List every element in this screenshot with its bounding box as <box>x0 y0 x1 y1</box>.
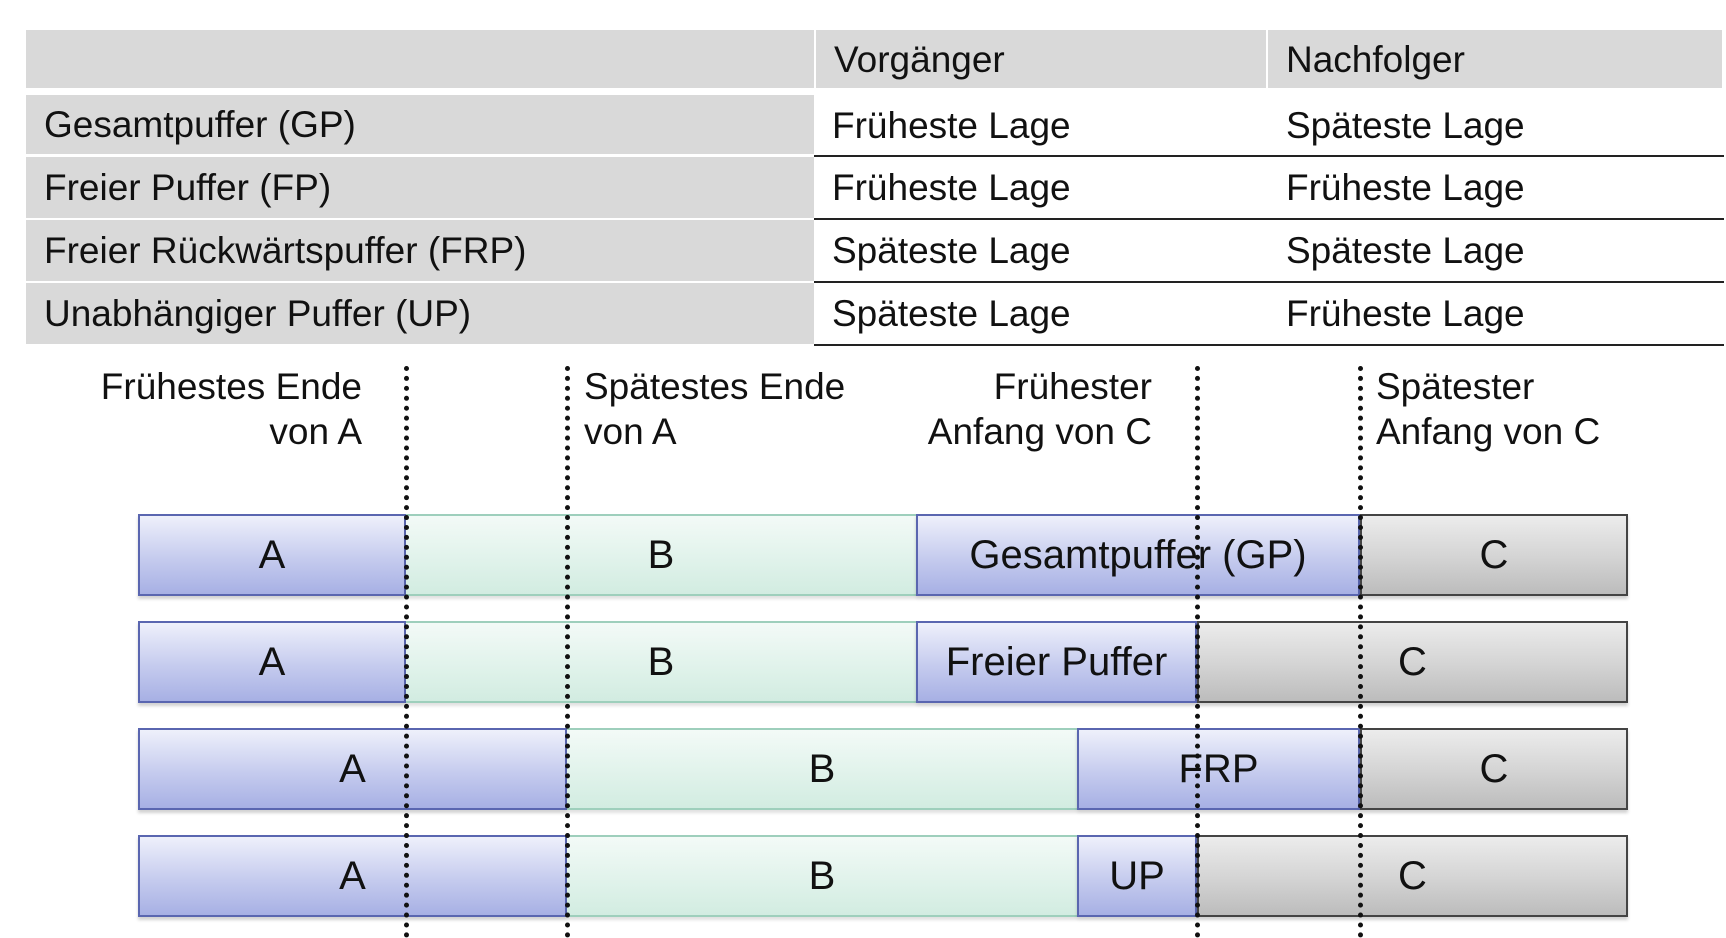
activity-b-label: B <box>647 532 675 577</box>
table-cell-vorgaenger: Späteste Lage <box>814 220 1268 283</box>
timeline-label-line2: von A <box>269 411 362 452</box>
activity-b-bar: B <box>406 621 916 703</box>
activity-b-bar: B <box>567 728 1077 810</box>
timeline-label-fruehestes-ende: Frühestes Ende von A <box>60 364 362 454</box>
table-row-name: Freier Rückwärtspuffer (FRP) <box>26 220 814 281</box>
activity-a-bar: A <box>138 621 406 703</box>
timeline-label-spaetester-anfang: Spätester Anfang von C <box>1376 364 1676 454</box>
table-cell-nachfolger: Späteste Lage <box>1268 95 1724 157</box>
table-header-corner <box>26 30 814 88</box>
activity-b-bar: B <box>567 835 1077 917</box>
buffer-label: FRP <box>1178 746 1259 791</box>
activity-c-bar: C <box>1197 621 1628 703</box>
marker-spaetester-anfang-c <box>1358 366 1363 938</box>
buffer-bar-up: UP <box>1077 835 1197 917</box>
timeline-label-line2: von A <box>584 411 677 452</box>
timeline-label-spaetestes-ende: Spätestes Ende von A <box>584 364 884 454</box>
buffer-label: Freier Puffer <box>945 639 1168 684</box>
activity-b-label: B <box>647 639 675 684</box>
activity-b-bar: B <box>406 514 916 596</box>
table-cell-vorgaenger: Früheste Lage <box>814 95 1268 157</box>
activity-c-bar: C <box>1360 514 1628 596</box>
activity-a-label: A <box>258 639 286 684</box>
timeline-label-line1: Frühestes Ende <box>100 366 362 407</box>
activity-a-bar: A <box>138 728 567 810</box>
timeline-label-fruehester-anfang: Frühester Anfang von C <box>880 364 1152 454</box>
activity-a-label: A <box>258 532 286 577</box>
activity-a-label: A <box>339 746 366 791</box>
table-row-name: Gesamtpuffer (GP) <box>26 95 814 154</box>
table-cell-nachfolger: Späteste Lage <box>1268 220 1724 283</box>
timeline-label-line2: Anfang von C <box>927 411 1152 452</box>
marker-spaetestes-ende-a <box>565 366 570 938</box>
activity-a-bar: A <box>138 514 406 596</box>
activity-a-bar: A <box>138 835 567 917</box>
timeline-label-line1: Spätester <box>1376 366 1535 407</box>
table-cell-vorgaenger: Früheste Lage <box>814 157 1268 220</box>
activity-c-bar: C <box>1360 728 1628 810</box>
timeline-label-line1: Spätestes Ende <box>584 366 846 407</box>
table-row-name: Unabhängiger Puffer (UP) <box>26 283 814 344</box>
table-header-vorgaenger: Vorgänger <box>816 30 1266 88</box>
timeline-label-line1: Frühester <box>993 366 1152 407</box>
marker-fruehestes-ende-a <box>404 366 409 938</box>
activity-b-label: B <box>808 853 836 898</box>
buffer-label: Gesamtpuffer (GP) <box>969 532 1307 577</box>
activity-c-bar: C <box>1197 835 1628 917</box>
buffer-label: UP <box>1109 853 1165 898</box>
activity-b-label: B <box>808 746 836 791</box>
marker-fruehester-anfang-c <box>1195 366 1200 938</box>
buffer-bar-fp: Freier Puffer <box>916 621 1197 703</box>
activity-c-label: C <box>1479 532 1509 577</box>
activity-c-label: C <box>1398 853 1427 898</box>
table-cell-nachfolger: Früheste Lage <box>1268 157 1724 220</box>
buffer-bar-gp: Gesamtpuffer (GP) <box>916 514 1360 596</box>
table-cell-nachfolger: Früheste Lage <box>1268 283 1724 346</box>
table-cell-vorgaenger: Späteste Lage <box>814 283 1268 346</box>
activity-a-label: A <box>339 853 366 898</box>
buffer-bar-frp: FRP <box>1077 728 1360 810</box>
activity-c-label: C <box>1479 746 1509 791</box>
activity-c-label: C <box>1398 639 1427 684</box>
timeline-label-line2: Anfang von C <box>1376 411 1601 452</box>
table-row-name: Freier Puffer (FP) <box>26 157 814 218</box>
table-header-nachfolger: Nachfolger <box>1268 30 1722 88</box>
